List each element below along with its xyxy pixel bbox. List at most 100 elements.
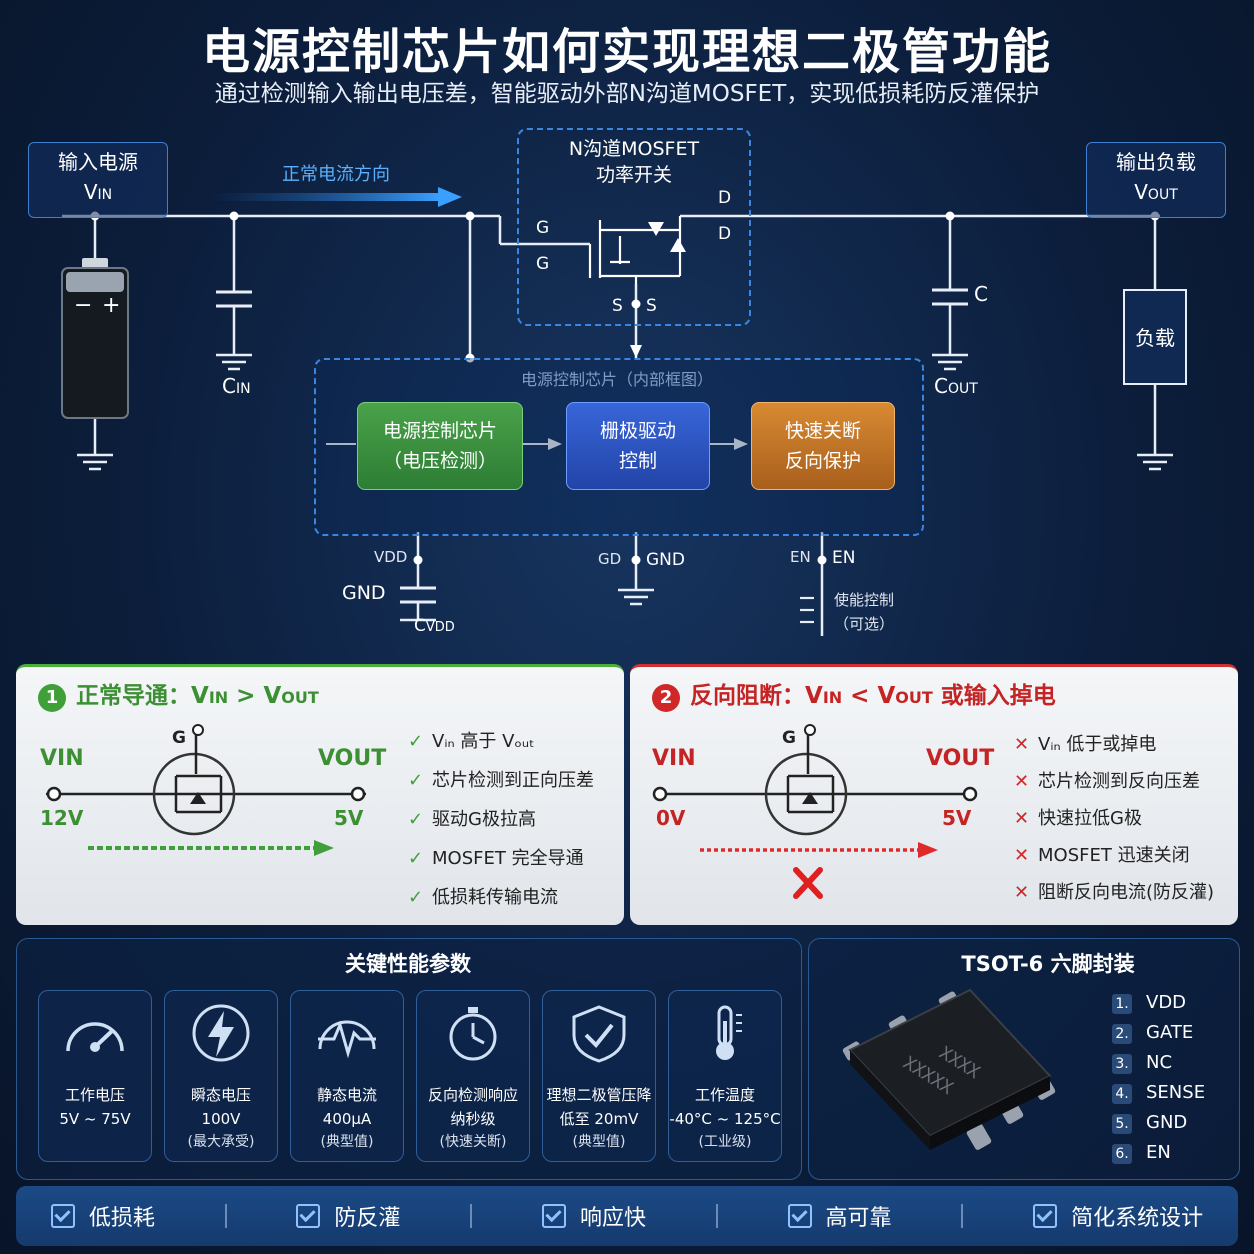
panel-right-schematic xyxy=(652,724,978,899)
pin-d2: D xyxy=(718,224,732,244)
block2-line2: 控制 xyxy=(618,450,657,472)
cross-item: ✕芯片检测到反向压差 xyxy=(1014,763,1214,800)
cross-item: ✕快速拉低G极 xyxy=(1014,800,1214,837)
cross-item: ✕Vᵢₙ 低于或掉电 xyxy=(1014,726,1214,763)
c-label: C xyxy=(974,282,988,306)
pin-list: 1.VDD 2.GATE 3.NC 4.SENSE 5.GND 6.EN xyxy=(1112,988,1205,1168)
panel-right-num: 2 xyxy=(652,684,680,712)
gnd-mid-left-label: GD xyxy=(598,550,622,568)
vout-sub: OUT xyxy=(1147,187,1178,203)
panel-left-vout-val: 5V xyxy=(334,806,364,830)
vin-sub: IN xyxy=(97,187,113,203)
block2-line1: 栅极驱动 xyxy=(599,420,676,442)
block-voltage-detect: 电源控制芯片 （电压检测） xyxy=(357,402,523,490)
panel-left-g: G xyxy=(172,728,186,748)
cross-item: ✕MOSFET 迅速关闭 xyxy=(1014,837,1214,874)
checkbox-icon xyxy=(1033,1204,1058,1228)
mosfet-title: N沟道MOSFET xyxy=(568,138,700,160)
block3-line1: 快速关断 xyxy=(784,420,861,442)
divider xyxy=(224,1204,227,1228)
stopwatch-icon xyxy=(449,1007,497,1061)
check-item: ✓Vᵢₙ 高于 Vₒᵤₜ xyxy=(408,722,594,761)
check-item: ✓芯片检测到正向压差 xyxy=(408,761,594,800)
pin-item: 4.SENSE xyxy=(1112,1078,1205,1108)
panel-right-vin-val: 0V xyxy=(656,806,686,830)
pin-item: 1.VDD xyxy=(1112,988,1205,1018)
pin-s2: S xyxy=(646,296,657,316)
gauge-icon xyxy=(66,1022,124,1052)
block-gate-driver: 栅极驱动 控制 xyxy=(566,402,710,490)
params-title: 关键性能参数 xyxy=(345,952,471,976)
divider xyxy=(470,1204,473,1228)
pin-item: 5.GND xyxy=(1112,1108,1205,1138)
panel-right-vout: VOUT xyxy=(926,746,995,771)
page-subtitle: 通过检测输入输出电压差，智能驱动外部N沟道MOSFET，实现低损耗防反灌保护 xyxy=(214,81,1040,107)
panel-right-vout-val: 5V xyxy=(942,806,972,830)
pin-item: 6.EN xyxy=(1112,1138,1205,1168)
load-label: 负载 xyxy=(1135,326,1175,350)
panel-right-g: G xyxy=(782,728,796,748)
pin-g1: G xyxy=(536,218,550,238)
checkbox-icon xyxy=(296,1204,321,1228)
en-right-label: EN xyxy=(832,548,856,568)
block1-line2: （电压检测） xyxy=(382,450,497,472)
svg-text:+: + xyxy=(102,293,120,318)
check-item: ✓MOSFET 完全导通 xyxy=(408,839,594,878)
cross-item: ✕阻断反向电流(防反灌) xyxy=(1014,874,1214,911)
load-box xyxy=(1123,289,1187,385)
vin-main: V xyxy=(83,180,98,204)
divider xyxy=(961,1204,964,1228)
panel-left-schematic xyxy=(46,724,366,856)
enable-switch-icon xyxy=(800,596,814,624)
check-icon: ✓ xyxy=(408,770,424,791)
cvdd-label: CVDD xyxy=(414,616,455,636)
block-x-icon xyxy=(793,867,823,899)
battery-icon: − + xyxy=(61,258,129,419)
package-title: TSOT-6 六脚封装 xyxy=(961,952,1135,976)
feature-bar: 低损耗 防反灌 响应快 高可靠 简化系统设计 xyxy=(16,1186,1238,1246)
current-arrow-shaft xyxy=(210,193,440,201)
check-item: ✓驱动G极拉高 xyxy=(408,800,594,839)
panel-left-vin: VIN xyxy=(40,746,84,771)
panel-left-vout: VOUT xyxy=(318,746,387,771)
input-power-box: 输入电源 VIN xyxy=(28,142,168,218)
feature-reliable: 高可靠 xyxy=(787,1200,892,1232)
shield-check-icon xyxy=(572,1005,626,1063)
check-item: ✓低损耗传输电流 xyxy=(408,878,594,917)
param-card-voltage: 工作电压 5V ~ 75V xyxy=(38,990,152,1162)
svg-text:−: − xyxy=(74,293,92,318)
cross-icon: ✕ xyxy=(1014,808,1030,829)
panel-right-checklist: ✕Vᵢₙ 低于或掉电 ✕芯片检测到反向压差 ✕快速拉低G极 ✕MOSFET 迅速… xyxy=(1014,726,1214,911)
param-card-transient: 瞬态电压 100V (最大承受) xyxy=(164,990,278,1162)
output-load-box: 输出负载 VOUT xyxy=(1086,142,1226,218)
mosfet-subtitle: 功率开关 xyxy=(595,164,672,186)
pin-s1: S xyxy=(612,296,623,316)
cross-icon: ✕ xyxy=(1014,734,1030,755)
bolt-icon xyxy=(192,1004,250,1062)
panel-left-num: 1 xyxy=(38,684,66,712)
page-title: 电源控制芯片如何实现理想二极管功能 xyxy=(201,24,1052,80)
input-power-label: 输入电源 xyxy=(58,150,138,174)
en-left-label: EN xyxy=(790,548,811,566)
pin-item: 3.NC xyxy=(1112,1048,1205,1078)
panel-right-vin: VIN xyxy=(652,746,696,771)
gnd-mid-right-label: GND xyxy=(646,550,685,570)
panel-left-checklist: ✓Vᵢₙ 高于 Vₒᵤₜ ✓芯片检测到正向压差 ✓驱动G极拉高 ✓MOSFET … xyxy=(408,722,594,917)
check-icon: ✓ xyxy=(408,809,424,830)
current-arrow-head xyxy=(438,187,462,207)
pin-item: 2.GATE xyxy=(1112,1018,1205,1048)
en-note: 使能控制 （可选） xyxy=(834,591,895,633)
feature-low-loss: 低损耗 xyxy=(50,1200,155,1232)
block3-line2: 反向保护 xyxy=(784,450,861,472)
chip-header: 电源控制芯片（内部框图） xyxy=(520,370,713,389)
block1-line1: 电源控制芯片 xyxy=(382,420,497,442)
vdd-label: VDD xyxy=(374,548,408,566)
output-load-label: 输出负载 xyxy=(1116,150,1196,174)
param-card-quiescent: 静态电流 400μA (典型值) xyxy=(290,990,404,1162)
param-card-drop: 理想二极管压降 低至 20mV (典型值) xyxy=(542,990,656,1162)
gnd-left-label: GND xyxy=(342,582,386,604)
checkbox-icon xyxy=(787,1204,812,1228)
thermometer-icon xyxy=(716,1005,742,1060)
current-direction-label: 正常电流方向 xyxy=(282,164,390,185)
